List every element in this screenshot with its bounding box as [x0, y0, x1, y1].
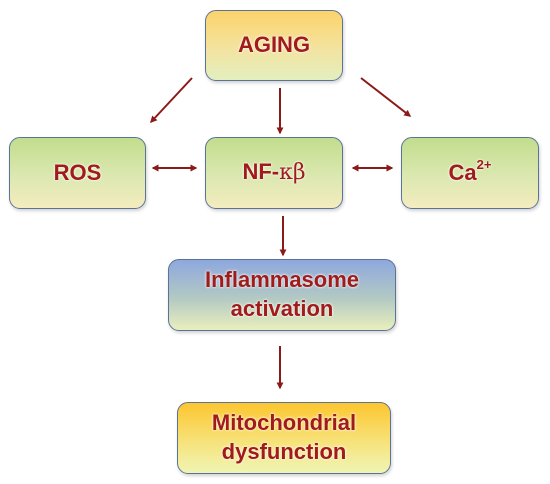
- node-mitochondrial: Mitochondrial dysfunction: [177, 402, 391, 474]
- node-ros: ROS: [9, 137, 146, 209]
- node-inflammasome-line1: Inflammasome: [204, 267, 360, 293]
- node-mitochondrial-line2: dysfunction: [221, 439, 347, 464]
- node-calcium-label: Ca2+: [448, 157, 492, 188]
- node-calcium-superscript: 2+: [476, 157, 492, 173]
- node-calcium: Ca2+: [401, 137, 539, 209]
- node-inflammasome: Inflammasome activation: [168, 259, 396, 331]
- node-ros-label: ROS: [53, 159, 102, 185]
- node-calcium-base: Ca: [448, 159, 477, 185]
- node-nfkb-label: NF-κβ: [242, 158, 305, 188]
- node-aging-label: AGING: [237, 32, 311, 58]
- node-mitochondrial-line1: Mitochondrial: [211, 410, 357, 436]
- node-inflammasome-line2: activation: [230, 296, 334, 321]
- node-aging: AGING: [205, 10, 343, 81]
- node-nfkb-greek: κβ: [279, 160, 306, 186]
- node-nfkb-prefix: NF-: [242, 159, 280, 185]
- arrow-aging-to-ros: [150, 77, 193, 124]
- arrow-aging-to-calcium: [360, 77, 412, 117]
- node-nfkb: NF-κβ: [205, 137, 343, 209]
